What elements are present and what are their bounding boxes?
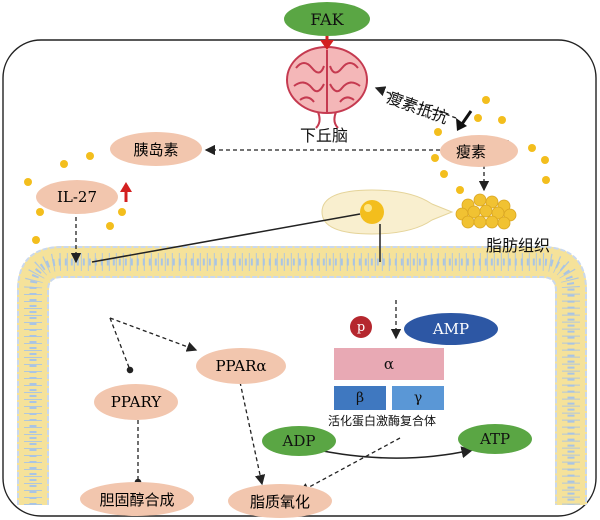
ampk-gamma-subunit: γ — [392, 386, 444, 410]
insulin-node: 胰岛素 — [110, 132, 202, 166]
adp-node: ADP — [262, 426, 336, 456]
adipose-tissue-icon — [455, 193, 517, 230]
arrow-to-pparalpha — [109, 317, 198, 352]
line-adipocyte-to-il27 — [91, 213, 361, 263]
atp-node: ATP — [458, 424, 532, 454]
arrow-resistance-to-brain — [374, 86, 457, 119]
cell-membrane — [17, 246, 587, 505]
arrow-ampk-to-lipid — [298, 437, 401, 493]
amp-node: AMP — [404, 313, 498, 345]
pparalpha-node: PPARα — [196, 348, 286, 384]
ampk-complex-label: 活化蛋白激酶复合体 — [328, 414, 437, 428]
ampk-alpha-subunit: α — [334, 348, 444, 380]
ampk-beta-subunit: β — [334, 386, 386, 410]
arrow-to-ppary — [109, 317, 134, 374]
fak-node: FAK — [284, 2, 370, 36]
cholesterol-synthesis-node: 胆固醇合成 — [80, 482, 194, 516]
up-arrow-icon — [120, 182, 132, 202]
arrow-pparalpha-to-lipid — [239, 381, 266, 486]
leptin-node: 瘦素 — [440, 135, 518, 167]
il27-node: IL-27 — [36, 180, 118, 214]
brain-icon — [286, 46, 368, 129]
resistance-arrow-icon — [456, 110, 473, 131]
lipid-oxidation-node: 脂质氧化 — [228, 484, 332, 518]
adipose-tissue-label: 脂肪组织 — [486, 236, 551, 255]
adipocyte — [321, 189, 454, 235]
phosphate-node: p — [350, 316, 372, 338]
ppary-node: PPARY — [94, 384, 178, 420]
hypothalamus-label: 下丘脑 — [300, 126, 349, 145]
